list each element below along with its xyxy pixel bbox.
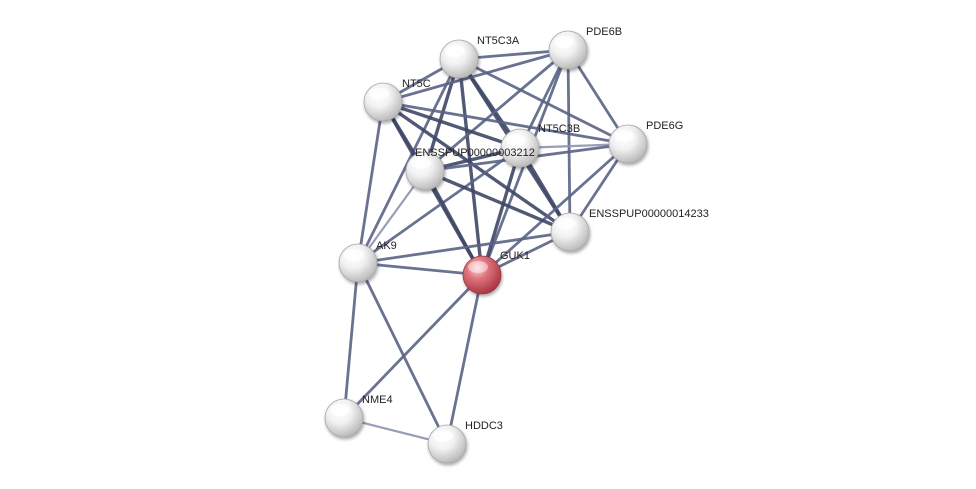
edge-guk1-nme4 [342, 273, 484, 420]
node-nt5c[interactable] [363, 82, 403, 122]
edge-ensspup00000003212-ensspup00000014233 [423, 169, 572, 234]
node-ensspup00000014233[interactable] [550, 212, 590, 252]
edge-ensspup00000003212-guk1 [423, 169, 484, 277]
edge-nt5c-nt5c3b [381, 100, 522, 150]
edge-nt5c-pde6g [381, 100, 630, 146]
edge-nt5c3a-ensspup00000003212 [423, 57, 461, 173]
edge-guk1-hddc3 [445, 273, 484, 446]
edge-ak9-guk1 [356, 261, 484, 277]
edge-pde6b-ensspup00000003212 [423, 48, 570, 173]
node-nt5c3a[interactable] [439, 39, 479, 79]
node-label-pde6b: PDE6B [586, 26, 622, 38]
node-pde6g[interactable] [608, 124, 648, 164]
node-label-nt5c: NT5C [402, 78, 431, 90]
node-pde6b[interactable] [548, 30, 588, 70]
edge-ak9-nme4 [342, 261, 360, 420]
edge-ak9-hddc3 [356, 261, 449, 446]
node-label-ak9: AK9 [376, 240, 397, 252]
edge-nt5c3b-guk1 [480, 146, 522, 277]
node-label-guk1: GUK1 [500, 250, 530, 262]
labels-layer: NT5C3A PDE6B NT5C NT5C3B PDE6G ENSSPUP0000000… [362, 26, 709, 432]
node-guk1[interactable] [462, 255, 502, 295]
node-nme4[interactable] [324, 398, 364, 438]
node-label-pde6g: PDE6G [646, 120, 683, 132]
edge-nt5c-ensspup00000014233 [381, 100, 572, 234]
edge-pde6b-nt5c [381, 48, 570, 104]
edge-nt5c3a-guk1 [457, 57, 484, 277]
node-hddc3[interactable] [427, 424, 467, 464]
edge-pde6b-ensspup00000014233 [566, 48, 572, 234]
node-label-ensspup00000014233: ENSSPUP00000014233 [589, 208, 709, 220]
edge-nt5c3b-ak9 [356, 146, 522, 265]
node-ak9[interactable] [338, 243, 378, 283]
edge-pde6g-guk1 [480, 142, 630, 277]
node-label-nt5c3a: NT5C3A [477, 35, 520, 47]
node-label-nme4: NME4 [362, 394, 393, 406]
node-label-ensspup00000003212: ENSSPUP00000003212 [415, 147, 535, 159]
edge-ensspup00000014233-ak9 [356, 230, 572, 265]
node-label-hddc3: HDDC3 [465, 420, 503, 432]
node-label-nt5c3b: NT5C3B [538, 123, 580, 135]
edge-nt5c-ak9 [356, 100, 385, 265]
